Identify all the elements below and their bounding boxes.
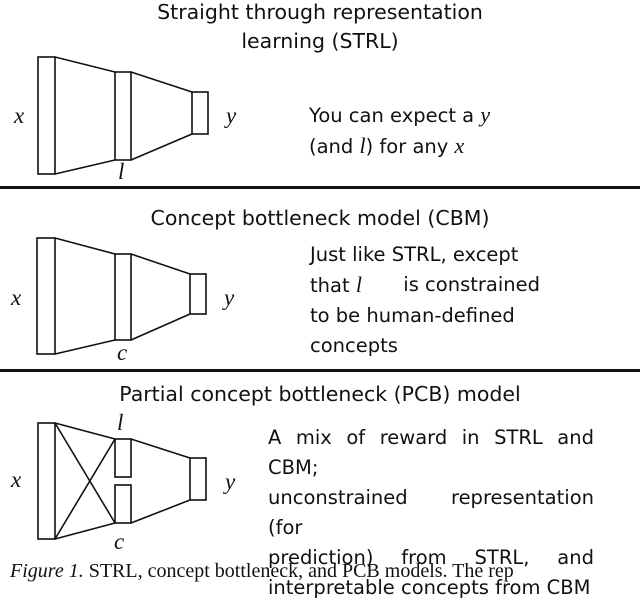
caption-text: STRL, concept bottleneck, and PCB models… <box>83 560 514 582</box>
strl-title-line1: Straight through representation <box>157 0 483 24</box>
cbm-input-layer <box>36 237 56 355</box>
pcb-input-layer <box>37 422 56 540</box>
strl-network-diagram <box>37 56 209 175</box>
section-divider-2 <box>0 369 640 372</box>
pcb-output-var: y <box>225 469 236 494</box>
cbm-description: Just like STRL, except that l is constra… <box>310 243 540 357</box>
caption-label: Figure 1. <box>10 560 84 582</box>
pcb-input-var: x <box>11 467 22 492</box>
strl-latent-var: l <box>118 159 125 184</box>
cbm-concept-layer <box>114 253 132 341</box>
cbm-output-layer <box>189 273 207 315</box>
section-divider-1 <box>0 186 640 189</box>
strl-title-line2: learning (STRL) <box>241 29 399 53</box>
cbm-concept-var: c <box>117 340 128 365</box>
pcb-latent-var: l <box>117 410 124 435</box>
pcb-concept-layer <box>114 484 132 524</box>
strl-output-layer <box>191 91 209 135</box>
cbm-title: Concept bottleneck model (CBM) <box>150 206 490 230</box>
strl-output-var: y <box>226 103 237 128</box>
pcb-network-diagram <box>37 422 207 540</box>
cbm-input-var: x <box>11 285 22 310</box>
cbm-output-var: y <box>224 285 235 310</box>
pcb-latent-layer <box>114 438 132 478</box>
cbm-network-diagram <box>36 237 207 355</box>
pcb-output-layer <box>189 457 207 501</box>
strl-input-var: x <box>14 103 25 128</box>
strl-input-layer <box>37 56 56 175</box>
figure-caption: Figure 1. STRL, concept bottleneck, and … <box>10 558 640 584</box>
pcb-concept-var: c <box>114 529 125 554</box>
pcb-title: Partial concept bottleneck (PCB) model <box>119 382 521 406</box>
strl-description: You can expect a y (and l) for any x <box>309 102 491 158</box>
strl-latent-layer <box>114 71 132 161</box>
